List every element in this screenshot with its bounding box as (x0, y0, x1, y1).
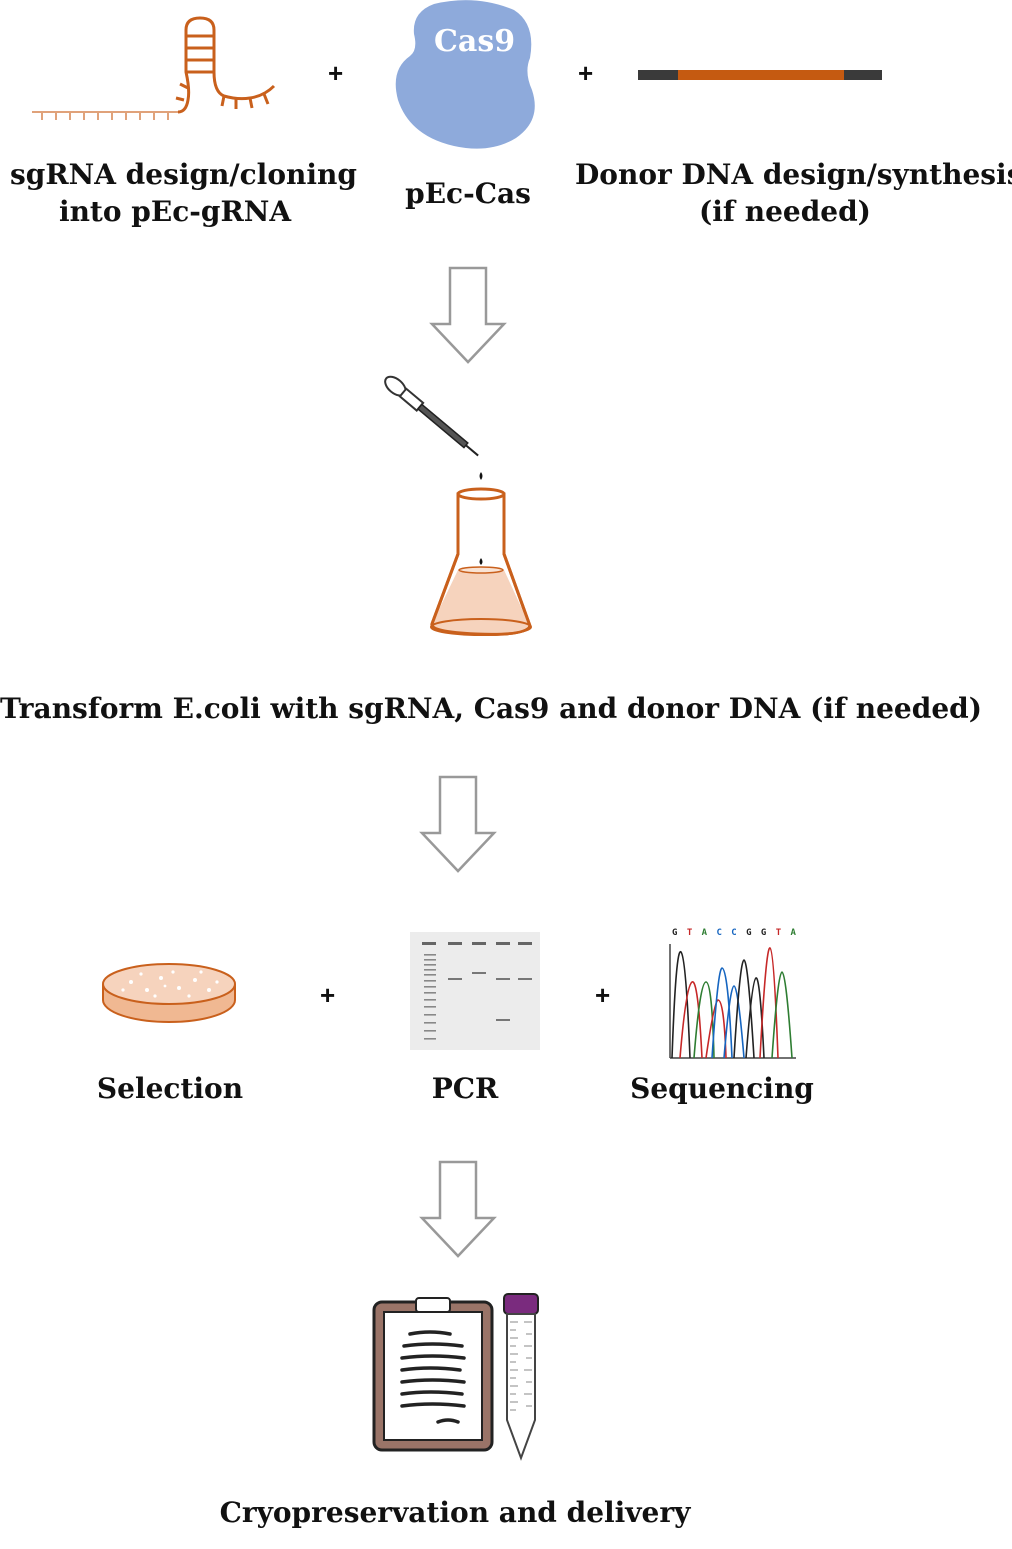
flask-icon (430, 487, 532, 636)
base-letter: T (775, 928, 782, 938)
petri-dish-icon (102, 963, 236, 1023)
chromatogram-icon (669, 944, 796, 1059)
base-letter: C (731, 928, 737, 938)
selection-label: Selection (96, 1072, 244, 1105)
sgrna-label-line2: into pEc-gRNA (58, 195, 292, 228)
donor-dna-label-line2: (if needed) (699, 195, 871, 228)
delivery-label: Cryopreservation and delivery (219, 1496, 691, 1529)
pcr-label: PCR (431, 1072, 499, 1105)
cryo-tube-icon (503, 1293, 539, 1461)
sequencing-label: Sequencing (630, 1072, 814, 1105)
sequence-bases: G T A C C G G T A (672, 928, 796, 938)
base-letter: G (672, 928, 678, 938)
arrow-down-icon-2 (419, 775, 497, 873)
transform-label: Transform E.coli with sgRNA, Cas9 and do… (0, 692, 982, 725)
base-letter: C (716, 928, 722, 938)
cas9-protein-icon (395, 0, 535, 149)
base-letter: A (790, 928, 796, 938)
base-letter: G (760, 928, 767, 938)
base-letter: G (746, 928, 752, 938)
arrow-down-icon-3 (419, 1160, 497, 1258)
plus-sign-1: + (328, 58, 344, 88)
donor-dna-label-line1: Donor DNA design/synthesis (575, 158, 1012, 191)
plus-sign-3: + (320, 980, 336, 1010)
donor-dna-icon (638, 70, 882, 80)
sgrna-hairpin-icon (32, 16, 276, 120)
pipette-icon (384, 375, 483, 480)
base-letter: T (686, 928, 693, 938)
clipboard-icon (372, 1297, 494, 1452)
donor-dna-label: Donor DNA design/synthesis (if needed) (575, 156, 1012, 230)
plus-sign-2: + (578, 58, 594, 88)
sgrna-label: sgRNA design/cloning into pEc-gRNA (10, 156, 357, 230)
base-letter: A (701, 928, 708, 938)
pec-cas-label: pEc-Cas (405, 177, 531, 210)
cas9-protein-label: Cas9 (434, 24, 516, 59)
pcr-gel-icon (410, 932, 540, 1050)
plus-sign-4: + (595, 980, 611, 1010)
sgrna-label-line1: sgRNA design/cloning (10, 158, 357, 191)
arrow-down-icon-1 (429, 266, 507, 364)
